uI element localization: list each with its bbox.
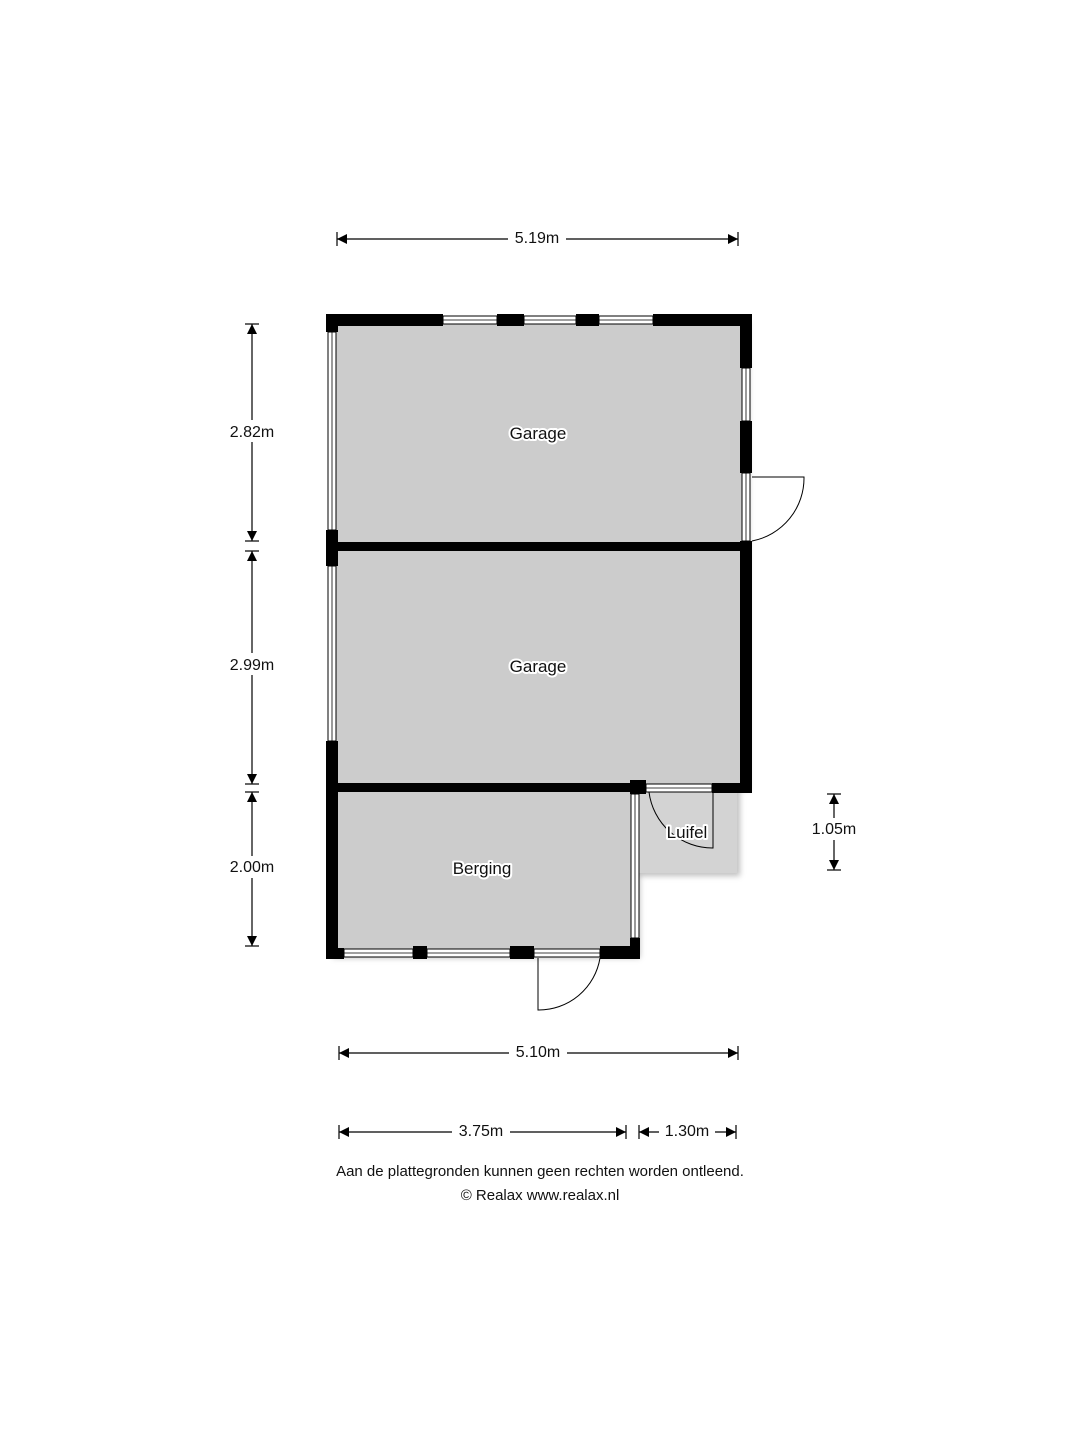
wall-berging-right-pillar <box>630 780 646 794</box>
room-label-luifel: Luifel <box>667 823 708 842</box>
wall-top-left <box>326 314 443 326</box>
berging-floor <box>330 787 637 955</box>
garage-top-floor <box>333 320 746 547</box>
wall-luifel-top-right <box>712 783 752 793</box>
door-luifel <box>648 791 714 849</box>
dim-label-right-luifel: 1.05m <box>812 821 856 838</box>
dim-label-left-garage-middle: 2.99m <box>230 657 274 674</box>
dim-label-left-garage-top: 2.82m <box>230 424 274 441</box>
room-label-garage-middle: Garage <box>510 657 567 676</box>
room-label-berging: Berging <box>453 859 512 878</box>
wall-top-right <box>653 314 752 326</box>
wall-bottom-left <box>326 948 344 959</box>
floors <box>330 320 746 955</box>
wall-berging-right-bottom <box>630 938 640 959</box>
room-label-garage-top: Garage <box>510 424 567 443</box>
door-garage-right <box>751 476 805 542</box>
luifel-floor <box>637 787 737 873</box>
dim-label-bottom-width: 5.10m <box>516 1044 560 1061</box>
wall-bottom-pillar-1 <box>413 946 427 959</box>
wall-left-pillar <box>326 530 338 566</box>
wall-right-middle <box>740 421 752 473</box>
dim-label-left-berging: 2.00m <box>230 859 274 876</box>
wall-left-top-corner <box>326 314 338 332</box>
footer-copyright: © Realax www.realax.nl <box>460 1187 620 1204</box>
wall-left-lower <box>326 741 338 959</box>
wall-right-upper <box>740 314 752 368</box>
dim-label-bottom-left: 3.75m <box>459 1123 503 1140</box>
wall-top-pillar-2 <box>576 314 599 326</box>
garage-middle-floor <box>333 547 746 787</box>
window-inner-lines <box>331 319 747 954</box>
dim-label-backgrounds <box>222 228 863 1141</box>
wall-top-pillar-1 <box>497 314 524 326</box>
wall-interior-garages <box>333 542 746 551</box>
wall-right-lower <box>740 541 752 793</box>
walls <box>326 314 752 959</box>
door-berging-bottom <box>537 957 601 1011</box>
dim-label-bottom-right: 1.30m <box>665 1123 709 1140</box>
footer-disclaimer: Aan de plattegronden kunnen geen rechten… <box>336 1163 744 1180</box>
wall-bottom-pillar-2 <box>510 946 534 959</box>
door-swings <box>537 476 805 1011</box>
wall-interior-berging <box>333 783 636 792</box>
dim-label-top-width: 5.19m <box>515 230 559 247</box>
